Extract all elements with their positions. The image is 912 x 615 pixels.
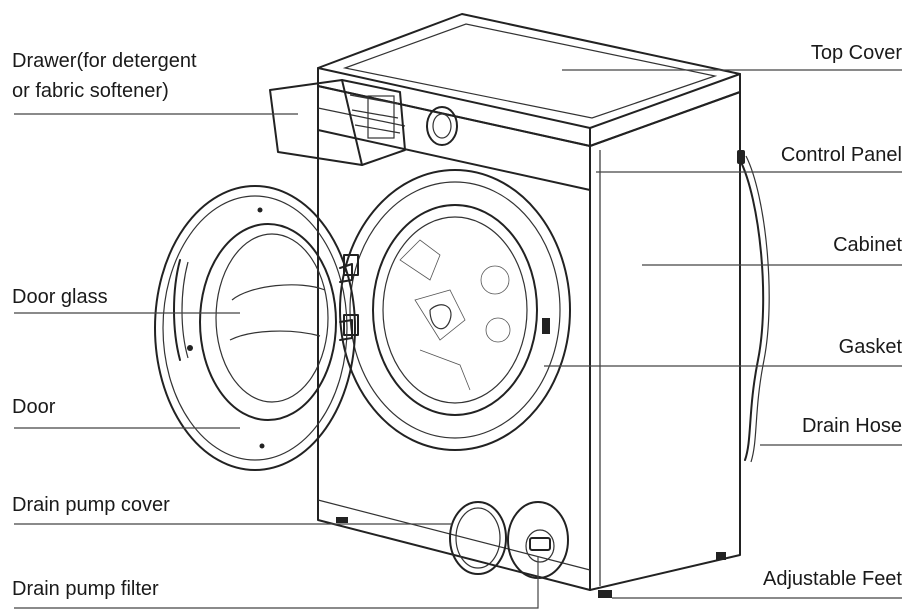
label-gasket: Gasket [838,336,902,358]
leader-lines [14,69,902,609]
drawer-shape [269,79,406,166]
label-top-cover: Top Cover [810,42,902,64]
label-drain-hose: Drain Hose [801,415,902,437]
drain-pump-shape [449,501,569,579]
leader-drain-pump-filter [14,556,539,609]
gasket-shape [339,169,571,451]
label-door-glass: Door glass [12,286,108,308]
cabinet-side-shape [589,91,741,591]
cabinet-outline [317,13,741,598]
label-control-panel: Control Panel [780,144,902,166]
label-drawer-line2: or fabric softener) [12,80,169,102]
drain-hose-shape [737,150,770,463]
label-cabinet: Cabinet [833,234,902,256]
control-knob [426,106,458,146]
label-drain-pump-filter: Drain pump filter [12,578,159,600]
label-drain-pump-cover: Drain pump cover [12,494,170,516]
drain-pump-cover-shape [449,501,507,575]
label-adjustable-feet: Adjustable Feet [763,568,902,590]
door-shape [154,185,356,471]
foot-left [336,517,348,523]
foot-front [598,590,612,598]
foot-rear [716,552,726,560]
label-door: Door [12,396,56,418]
top-cover-shape [317,13,741,129]
label-drawer-line1: Drawer(for detergent [12,50,197,72]
